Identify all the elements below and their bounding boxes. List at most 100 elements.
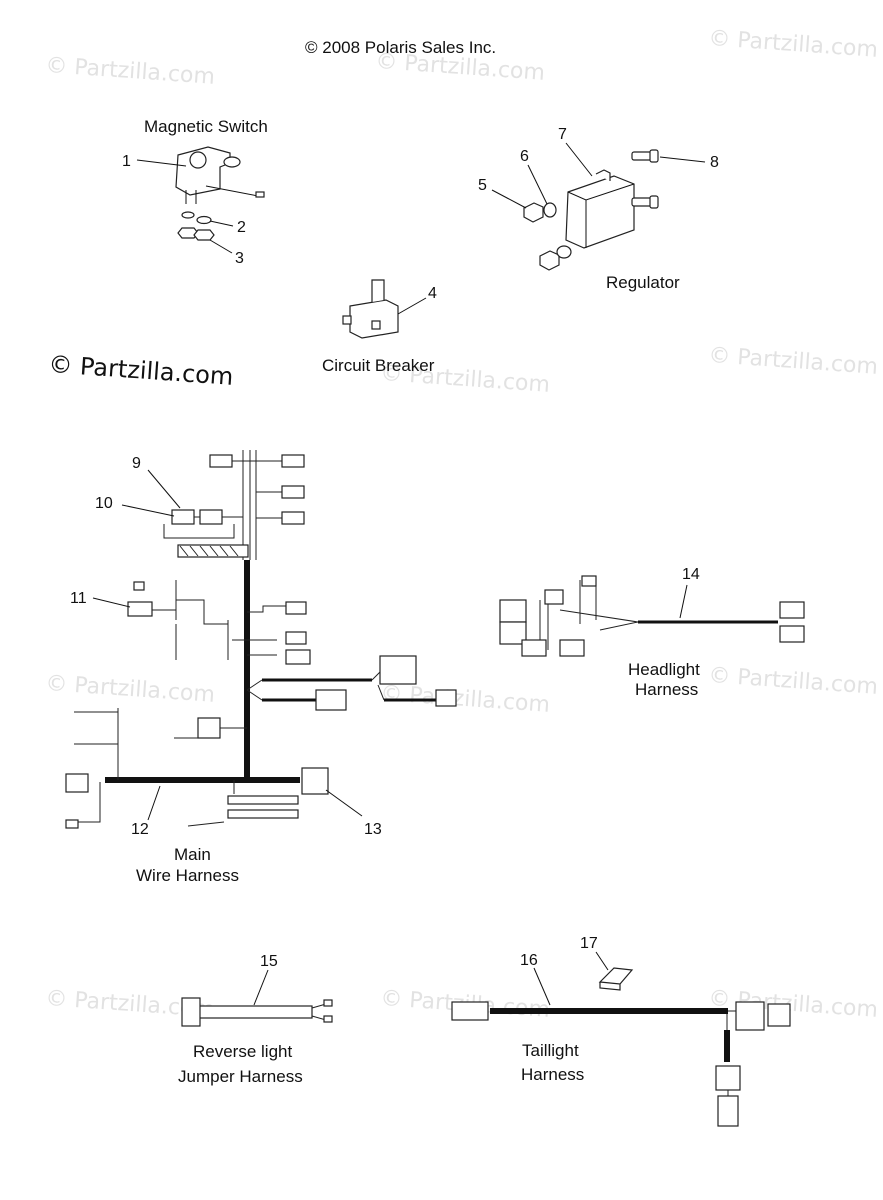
watermark: © Partzilla.com [708,986,879,1023]
washer-part[interactable] [543,202,557,218]
watermark-primary: © Partzilla.com [48,350,235,391]
callout-3: 3 [235,250,244,267]
nut-part[interactable] [177,227,199,239]
circuit-breaker-part[interactable] [349,299,399,339]
connector [281,511,305,525]
leader-line [325,789,363,817]
washer-part[interactable] [196,215,212,225]
connector [65,819,79,829]
regulator-group: 5 6 7 8 Regulator [478,126,719,292]
callout-1: 1 [122,153,131,170]
connector [379,655,417,685]
harness-sleeve [177,544,249,558]
nut-part[interactable] [193,229,215,241]
harness-wire [163,516,243,539]
harness-wire [232,460,282,519]
solenoid-lead-wire [205,185,259,197]
callout-8: 8 [710,154,719,171]
reverse-light-label-line2: Jumper Harness [178,1067,303,1086]
callout-11: 11 [70,590,87,607]
connector-part-11[interactable] [127,601,153,617]
connector [435,689,457,707]
connector [559,639,585,657]
reverse-light-harness-group: 15 Reverse light Jumper Harness [178,953,333,1086]
callout-5: 5 [478,177,487,194]
main-harness-label-line1: Main [174,845,211,864]
leader-line [136,159,187,167]
callout-13: 13 [364,821,382,838]
main-harness-label-line2: Wire Harness [136,866,239,885]
callout-9: 9 [132,455,141,472]
lead-terminal [255,191,265,198]
washer-part[interactable] [556,245,572,259]
breaker-terminal [342,315,352,325]
harness-wire [134,580,228,660]
connector [715,1065,741,1091]
harness-wire [72,708,119,823]
reverse-light-harness-part[interactable] [195,1005,313,1019]
leader-line [121,504,175,517]
callout-10: 10 [95,495,113,512]
watermark: © Partzilla.com [708,343,879,380]
harness-wire [726,1010,736,1030]
connector [499,599,527,623]
circuit-breaker-group: 4 Circuit Breaker [322,279,437,375]
leader-line [533,967,551,1006]
connector [285,631,307,645]
callout-4: 4 [428,285,437,302]
connector-part-10[interactable] [199,509,223,525]
connector-part-13[interactable] [301,767,329,795]
headlight-harness-label-line1: Headlight [628,660,700,679]
terminal [323,1015,333,1023]
connector [181,997,201,1027]
reverse-light-label-line1: Reverse light [193,1042,292,1061]
taillight-harness-group: 17 16 Taillight Harness [451,935,791,1127]
connector [544,589,564,605]
harness-wire [227,620,247,660]
harness-wire [187,780,235,827]
nut-part[interactable] [539,250,560,271]
watermark: © Partzilla.com [708,663,879,700]
leader-line [595,951,609,971]
clip-part-17[interactable] [598,967,634,991]
connector [717,1095,739,1127]
leader-line [491,189,527,209]
leader-line [147,469,181,509]
main-wire-harness-group: 9 10 11 13 [65,450,457,885]
breaker-terminal [371,320,381,330]
connector [767,1003,791,1027]
taillight-label-line1: Taillight [522,1041,579,1060]
washer-part[interactable] [181,211,195,219]
leader-line [209,220,234,227]
harness-wire [539,580,639,650]
leader-line [397,297,427,315]
callout-15: 15 [260,953,278,970]
harness-sleeve [227,795,299,805]
connector [315,689,347,711]
connector [779,601,805,619]
magnetic-switch-group: Magnetic Switch 1 2 3 [122,117,268,267]
connector [197,717,221,739]
connector [65,773,89,793]
nut-part[interactable] [523,202,544,223]
connector [285,601,307,615]
watermark: © Partzilla.com [45,671,216,708]
breaker-tab [371,279,385,302]
harness-wire [371,671,385,701]
bolt-part[interactable] [631,195,659,209]
callout-16: 16 [520,952,538,969]
connector [281,485,305,499]
connector-part-9[interactable] [171,509,195,525]
harness-wire [174,727,247,739]
harness-wire [247,605,287,656]
regulator-part[interactable] [565,175,635,249]
headlight-harness-label-line2: Harness [635,680,698,699]
watermark: © Partzilla.com [708,26,879,63]
connector [209,454,233,468]
bolt-part[interactable] [631,149,659,163]
circuit-breaker-label: Circuit Breaker [322,356,435,375]
callout-7: 7 [558,126,567,143]
callout-14: 14 [682,566,700,583]
regulator-label: Regulator [606,273,680,292]
